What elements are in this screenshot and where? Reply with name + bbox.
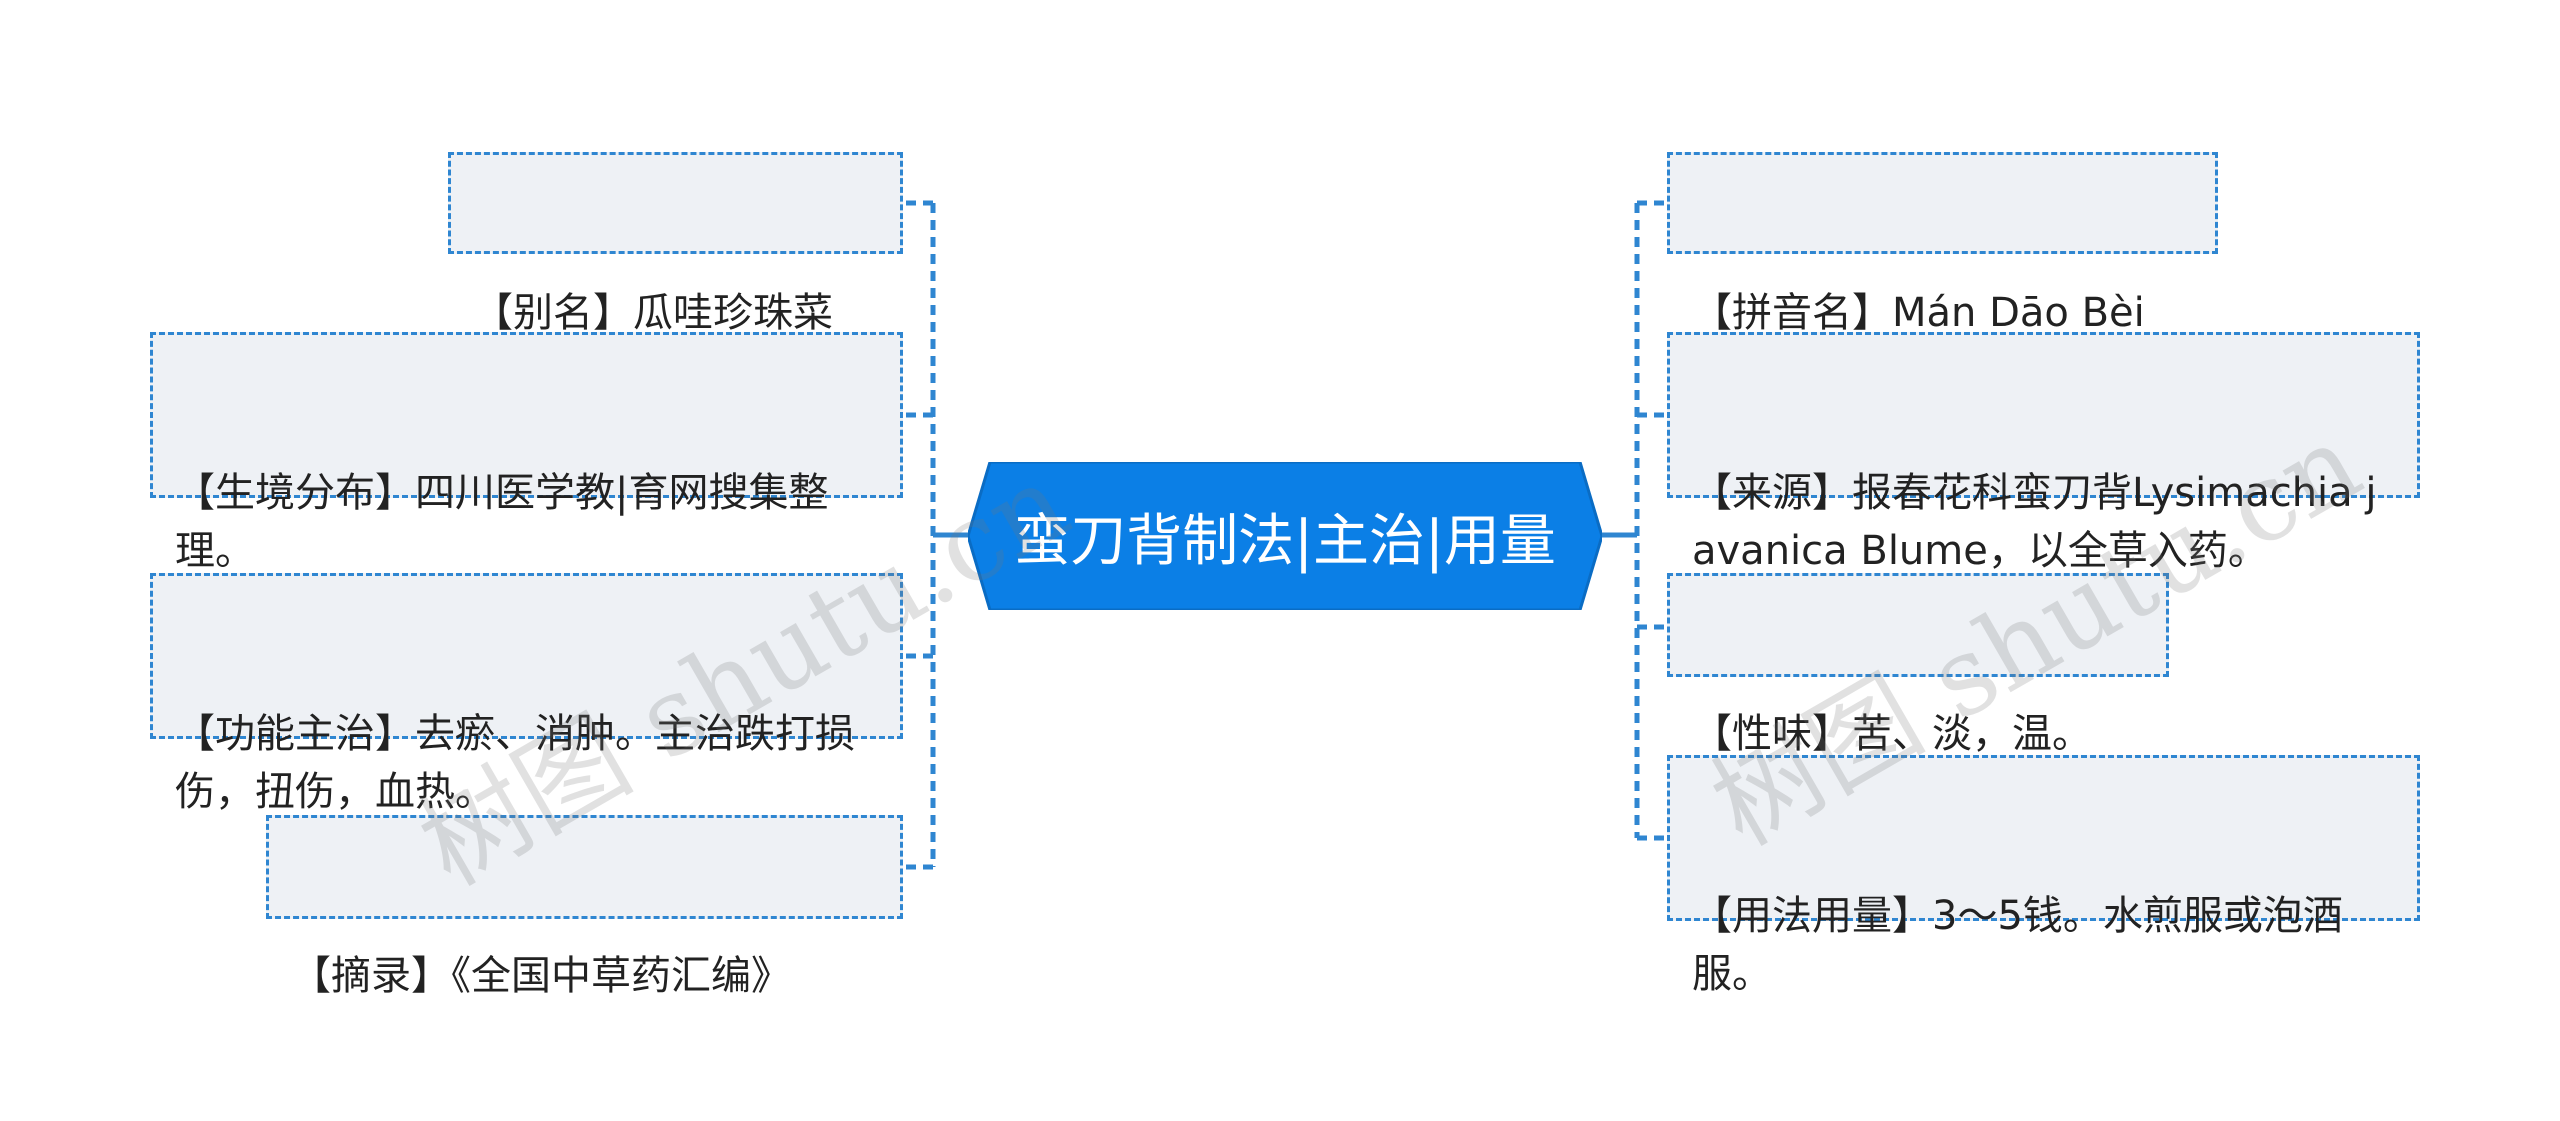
central-topic[interactable]: 蛮刀背制法|主治|用量 bbox=[968, 462, 1602, 610]
topic-node-text: 【拼音名】Mán Dāo Bèi bbox=[1692, 290, 2145, 336]
topic-node-pinyin[interactable]: 【拼音名】Mán Dāo Bèi bbox=[1667, 152, 2218, 336]
topic-node-text: 【用法用量】3～5钱。水煎服或泡酒服。 bbox=[1692, 893, 2343, 997]
topic-node-source[interactable]: 【来源】报春花科蛮刀背Lysimachia javanica Blume，以全草… bbox=[1667, 332, 2420, 574]
topic-node-dosage[interactable]: 【用法用量】3～5钱。水煎服或泡酒服。 bbox=[1667, 755, 2420, 997]
topic-node-text: 【生境分布】四川医学教|育网搜集整理。 bbox=[175, 470, 829, 574]
central-topic-shape bbox=[968, 462, 1602, 610]
topic-node-nature-taste[interactable]: 【性味】苦、淡，温。 bbox=[1667, 573, 2169, 757]
topic-node-text: 【摘录】《全国中草药汇编》 bbox=[291, 953, 791, 999]
topic-node-habitat[interactable]: 【生境分布】四川医学教|育网搜集整理。 bbox=[150, 332, 903, 574]
mind-map: 蛮刀背制法|主治|用量 【别名】瓜哇珍珠菜 【生境分布】四川医学教|育网搜集整理… bbox=[150, 152, 2420, 999]
topic-node-text: 【来源】报春花科蛮刀背Lysimachia javanica Blume，以全草… bbox=[1692, 470, 2377, 574]
topic-node-excerpt[interactable]: 【摘录】《全国中草药汇编》 bbox=[266, 815, 903, 999]
topic-node-text: 【功能主治】去瘀、消肿。主治跌打损伤，扭伤，血热。 bbox=[175, 711, 855, 815]
topic-node-alias[interactable]: 【别名】瓜哇珍珠菜 bbox=[448, 152, 903, 336]
central-topic-title: 蛮刀背制法|主治|用量 bbox=[1014, 508, 1556, 574]
topic-node-text: 【性味】苦、淡，温。 bbox=[1692, 711, 2092, 757]
topic-node-function[interactable]: 【功能主治】去瘀、消肿。主治跌打损伤，扭伤，血热。 bbox=[150, 573, 903, 815]
topic-node-text: 【别名】瓜哇珍珠菜 bbox=[473, 290, 833, 336]
